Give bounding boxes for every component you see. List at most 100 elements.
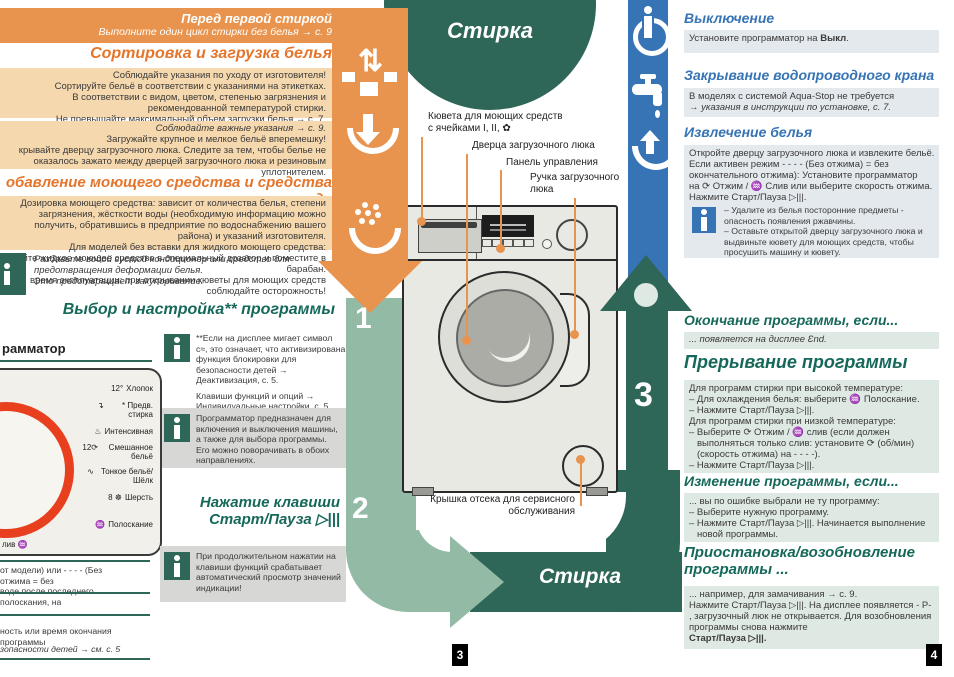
step-number-1: 1 (355, 302, 372, 335)
text-line: крывайте дверцу загрузочного люка. Следи… (18, 145, 326, 178)
leader-line (580, 462, 582, 506)
orange-flow-arrowhead (318, 261, 422, 313)
remove-info: – Удалите из белья посторонние предметы … (724, 205, 923, 257)
prewash-icon: ↴ (97, 401, 104, 410)
text-line: налейте жидкое моющее средство в специал… (1, 253, 326, 275)
off-box: Установите программатор на Выкл. (684, 30, 939, 53)
machine-top-divider (404, 259, 616, 261)
sort-header: Сортировка и загрузка белья (90, 45, 332, 62)
dial-info-text: Программатор предназначен для включения … (196, 413, 338, 465)
dark-flow-shaft (626, 310, 668, 522)
change-box: ... вы по ошибке выбрали не ту программу… (684, 493, 939, 542)
load-laundry-icon (344, 114, 399, 170)
text-line: Не превышайте максимальный объем загрузк… (55, 114, 326, 125)
tap-box: В моделях с системой Aqua-Stop не требуе… (684, 88, 939, 117)
button-row[interactable] (482, 239, 535, 247)
leader-line (466, 154, 468, 340)
program-knob[interactable] (556, 219, 588, 251)
text-line: Загружайте крупное и мелкое бельё вперем… (106, 134, 326, 145)
callout-dot (417, 217, 426, 226)
wash-band-label: Стирка (538, 565, 622, 588)
text-line: Для моделей без вставки для жидкого моющ… (69, 242, 326, 253)
detergent-icon (346, 202, 401, 258)
mixed-icon: 12⟳ (82, 443, 98, 452)
program-drain: лив ♒ (2, 540, 28, 549)
info-icon (164, 414, 190, 442)
info-icon (164, 552, 190, 580)
press-info-box: При продолжительном нажатии на клавиши ф… (160, 546, 346, 602)
door-glass (456, 289, 554, 387)
delicate-icon: ∿ (87, 467, 94, 476)
wool-icon: 8 ☸ (108, 493, 122, 502)
small-button[interactable] (542, 239, 552, 249)
load-box: Соблюдайте важные указания → с. 9. Загру… (0, 121, 332, 178)
display (482, 215, 534, 237)
program-cotton: 12°Хлопок (111, 384, 153, 393)
faucet-icon (632, 74, 668, 122)
text-line: Это предотвращает закупоривание. (34, 276, 204, 287)
remove-header: Извлечение белья (684, 124, 813, 140)
callout-handle: Ручка загрузочного люка (530, 172, 620, 195)
callout-drawer: Кювета для моющих средств с ячейками I, … (428, 111, 563, 134)
callout-dot (462, 336, 471, 345)
change-header: Изменение программы, если... (684, 473, 899, 489)
end-box: ... появляется на дисплее Ɛnd. (684, 332, 939, 349)
text-line: Разбавьте водой густой кондиционер или с… (34, 254, 290, 276)
divider (0, 614, 150, 616)
first-wash-subtitle: Выполните один цикл стирки без белья → с… (98, 26, 332, 38)
detergent-box: Дозировка моющего средства: зависит от к… (0, 196, 332, 297)
arrowhead-dot (634, 283, 658, 307)
step-number-3: 3 (634, 376, 653, 414)
intensive-icon: ♨ (94, 427, 102, 436)
cut-text-row: от модели) или - - - - (Без отжима = без… (0, 565, 122, 607)
wash-top-label: Стирка (447, 18, 533, 43)
press-start-header: Нажатие клавиши Старт/Пауза ▷||| (199, 494, 340, 528)
text-line: Соблюдайте указания по уходу от изготови… (112, 70, 326, 81)
text-line: время эксплуатации: при открывании кювет… (30, 275, 326, 297)
callout-door: Дверца загрузочного люка (472, 140, 595, 151)
page-number-left: 3 (452, 644, 468, 666)
dial-info-box: Программатор предназначен для включения … (160, 408, 346, 468)
callout-panel: Панель управления (506, 157, 598, 168)
text-line: Клавиши функций и опций → Индивидуальные… (196, 390, 331, 412)
text-line: В соответствии с видом, цветом, степенью… (72, 92, 326, 114)
info-icon (692, 207, 716, 233)
first-wash-title: Перед первой стиркой (181, 11, 332, 26)
divider (0, 560, 150, 562)
info-icon (0, 253, 26, 295)
text-line: от модели) или - - - - (Без отжима = без (0, 565, 103, 586)
wash-top-circle (384, 0, 596, 110)
end-header: Окончание программы, если... (684, 312, 899, 328)
page-number-right: 4 (926, 644, 942, 666)
leader-line (500, 170, 502, 248)
sort-box: Соблюдайте указания по уходу от изготови… (0, 68, 332, 125)
program-wool: 8 ☸Шерсть (108, 493, 153, 502)
program-mixed: 12⟳Смешанное бельё (82, 443, 153, 461)
leader-line (574, 198, 576, 335)
callout-dot (576, 455, 585, 464)
text-line: воде после последнего полоскания, на (0, 586, 94, 607)
remove-box: Откройте дверцу загрузочного люка и извл… (684, 145, 939, 258)
temp-icon: 12° (111, 384, 124, 393)
press-info-text: При продолжительном нажатии на клавиши ф… (196, 551, 341, 593)
divider (0, 658, 150, 660)
service-flap[interactable] (562, 445, 604, 487)
text-line: Дозировка моющего средства: зависит от к… (20, 198, 326, 242)
step-number-2: 2 (352, 492, 369, 525)
machine-foot (412, 487, 434, 496)
callout-dot (496, 244, 505, 253)
interrupt-box: Для программ стирки при высокой температ… (684, 380, 939, 473)
power-off-icon (630, 6, 671, 62)
divider (0, 360, 152, 362)
conditioner-info: Разбавьте водой густой кондиционер или с… (34, 254, 324, 287)
cut-text-row: зопасности детей → см. с. 5 (0, 644, 121, 654)
text-line: Соблюдайте важные указания → с. 9. (155, 123, 326, 134)
off-header: Выключение (684, 10, 775, 26)
pause-box: ... например, для замачивания → с. 9. На… (684, 586, 939, 649)
cut-text-row: ность или время окончания программы (0, 626, 112, 647)
leader-line (421, 137, 423, 221)
text-line: **Если на дисплее мигает символ c≈, это … (196, 333, 346, 385)
select-header: Выбор и настройка** программы (62, 301, 335, 318)
text-line: Сортируйте бельё в соответствии с указан… (54, 81, 326, 92)
callout-service: Крышка отсека для сервисного обслуживани… (430, 494, 575, 517)
